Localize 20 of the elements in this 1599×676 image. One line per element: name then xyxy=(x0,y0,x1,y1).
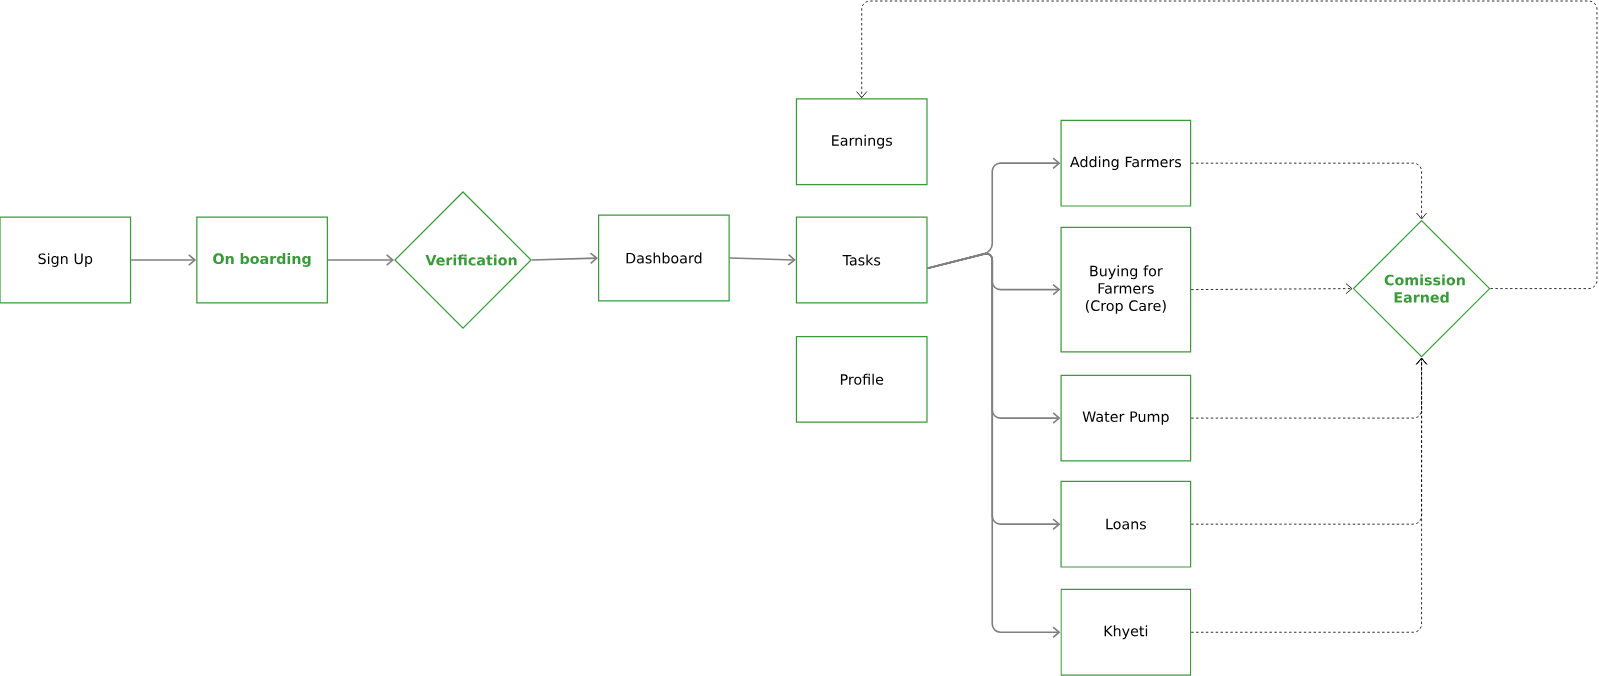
arrow xyxy=(1190,283,1353,295)
arrow xyxy=(1190,162,1428,220)
process-box: Earnings xyxy=(795,98,928,186)
process-box: Adding Farmers xyxy=(1060,119,1192,207)
arrow xyxy=(856,0,1598,289)
process-box: Profile xyxy=(795,335,928,423)
process-box: Tasks xyxy=(795,216,928,304)
process-box: Buying for Farmers (Crop Care) xyxy=(1060,226,1192,353)
arrow xyxy=(728,253,796,266)
arrow xyxy=(531,252,598,265)
process-box: Dashboard xyxy=(598,214,730,302)
arrow xyxy=(327,254,395,266)
process-box: Loans xyxy=(1060,480,1192,568)
process-box: Khyeti xyxy=(1060,588,1192,676)
arrow xyxy=(130,254,197,266)
process-box: Water Pump xyxy=(1060,374,1192,462)
arrow xyxy=(926,252,1061,639)
process-box: On boarding xyxy=(196,216,328,304)
process-box: Sign Up xyxy=(0,216,132,304)
arrow xyxy=(1190,357,1428,633)
